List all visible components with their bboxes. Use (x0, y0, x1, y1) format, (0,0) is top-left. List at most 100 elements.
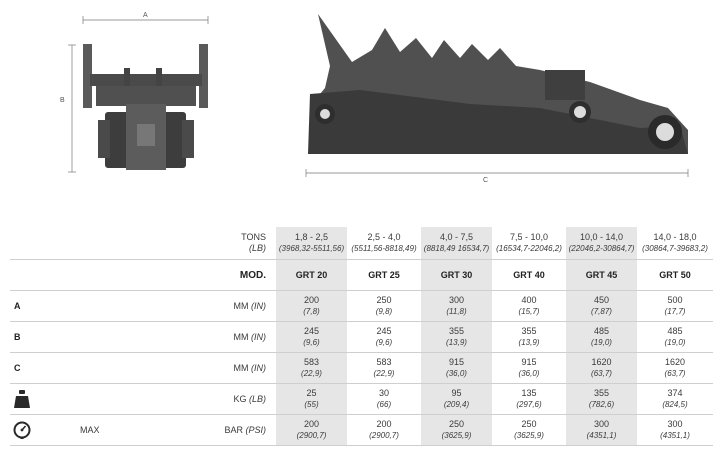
specifications-table: TONS (LB) 1,8 - 2,5 (3968,32-5511,56) 2,5… (10, 227, 713, 446)
value: 583 (376, 357, 392, 367)
value-alt: (9,6) (303, 338, 320, 347)
side-view-drawing: C (305, 14, 689, 184)
value: 245 (303, 326, 320, 336)
tons-label: TONS (241, 232, 266, 242)
tons-range: 10,0 - 14,0 (579, 232, 624, 242)
unit-alt: (IN) (251, 300, 266, 311)
value-alt: (4351,1) (660, 431, 690, 440)
front-view-drawing: A B (60, 12, 209, 173)
unit-alt: (IN) (251, 362, 266, 373)
tons-range: 7,5 - 10,0 (509, 232, 549, 242)
tons-range: 4,0 - 7,5 (439, 232, 474, 242)
value: 355 (448, 326, 465, 336)
unit: MM (233, 300, 249, 311)
value: 200 (303, 295, 320, 305)
value: 485 (667, 326, 683, 336)
dimension-a-label: A (143, 12, 148, 19)
unit: MM (233, 331, 249, 342)
value: 485 (593, 326, 610, 336)
table-row-weight: KG (LB) 25 (55) 30 (66) 95 (209,4) 135 (297,… (10, 383, 713, 415)
value: 200 (303, 419, 320, 429)
unit: KG (233, 393, 247, 404)
dimension-b-label: B (60, 97, 65, 104)
value: 135 (521, 388, 537, 398)
value-alt: (3625,9) (514, 431, 544, 440)
value-alt: (15,7) (518, 307, 540, 316)
row-label: C (10, 352, 80, 384)
tons-lb: (3968,32-5511,56) (278, 244, 345, 253)
value: 200 (376, 419, 392, 429)
value: 300 (593, 419, 610, 429)
value-alt: (9,8) (375, 307, 393, 316)
value-alt: (782,6) (588, 400, 615, 409)
value-alt: (55) (304, 400, 319, 409)
tons-lb: (5511,56-8818,49) (351, 244, 417, 253)
value: 1620 (664, 357, 686, 367)
dimension-c-label: C (483, 177, 488, 184)
table-row-c: C MM (IN) 583(22,9) 583(22,9) 915(36,0) … (10, 352, 713, 384)
value-alt: (11,8) (446, 307, 467, 316)
value: 583 (303, 357, 320, 367)
value: 374 (667, 388, 683, 398)
value-alt: (19,0) (664, 338, 686, 347)
value-alt: (36,0) (446, 369, 467, 378)
unit-alt: (IN) (251, 331, 266, 342)
value-alt: (13,9) (518, 338, 540, 347)
value-alt: (17,7) (664, 307, 686, 316)
tons-lb: (8818,49 16534,7) (423, 244, 490, 253)
value: 915 (521, 357, 537, 367)
model-name: GRT 25 (347, 259, 421, 291)
value: 355 (521, 326, 537, 336)
value-alt: (36,0) (518, 369, 540, 378)
value: 25 (306, 388, 317, 398)
value-alt: (63,7) (591, 369, 612, 378)
value-alt: (9,6) (375, 338, 393, 347)
value: 95 (451, 388, 462, 398)
value: 500 (667, 295, 683, 305)
model-header: MOD. (200, 259, 276, 291)
value: 355 (593, 388, 610, 398)
value-alt: (22,9) (301, 369, 322, 378)
model-name: GRT 30 (421, 259, 492, 291)
value: 250 (376, 295, 392, 305)
pressure-gauge-icon (13, 421, 31, 439)
value-alt: (7,8) (303, 307, 320, 316)
table-row-b: B MM (IN) 245(9,6) 245(9,6) 355(13,9) 35… (10, 321, 713, 353)
value-alt: (824,5) (662, 400, 688, 409)
value-alt: (2900,7) (369, 431, 399, 440)
value: 250 (448, 419, 465, 429)
tons-lb: (22046,2-30864,7) (568, 244, 635, 253)
unit: MM (233, 362, 249, 373)
value-alt: (3625,9) (441, 431, 472, 440)
weight-icon (14, 390, 30, 408)
table-row-a: A MM (IN) 200(7,8) 250(9,8) 300(11,8) 40… (10, 290, 713, 322)
unit-alt: (LB) (248, 393, 266, 404)
model-name: GRT 50 (637, 259, 713, 291)
value: 1620 (591, 357, 612, 367)
value: 250 (521, 419, 537, 429)
value: 245 (376, 326, 392, 336)
max-label: MAX (80, 414, 200, 446)
unit-alt: (PSI) (245, 424, 266, 435)
model-row: MOD. GRT 20 GRT 25 GRT 30 GRT 40 GRT 45 … (10, 259, 713, 291)
tons-lb: (16534,7-22046,2) (496, 244, 562, 253)
model-name: GRT 40 (492, 259, 566, 291)
value: 400 (521, 295, 537, 305)
value-alt: (4351,1) (586, 431, 617, 440)
value: 30 (378, 388, 389, 398)
value: 915 (448, 357, 465, 367)
value-alt: (13,9) (446, 338, 467, 347)
value-alt: (63,7) (664, 369, 686, 378)
value-alt: (297,6) (516, 400, 542, 409)
tons-range: 1,8 - 2,5 (294, 232, 329, 242)
technical-drawings: A B C (60, 12, 689, 184)
model-name: GRT 45 (566, 259, 637, 291)
unit: BAR (224, 424, 243, 435)
tons-range: 14,0 - 18,0 (653, 232, 697, 242)
value-alt: (66) (376, 400, 392, 409)
value-alt: (2900,7) (296, 431, 327, 440)
row-label: A (10, 290, 80, 322)
value-alt: (209,4) (443, 400, 470, 409)
tons-row: TONS (LB) 1,8 - 2,5(3968,32-5511,56) 2,5… (10, 227, 713, 260)
tons-range: 2,5 - 4,0 (367, 232, 401, 242)
